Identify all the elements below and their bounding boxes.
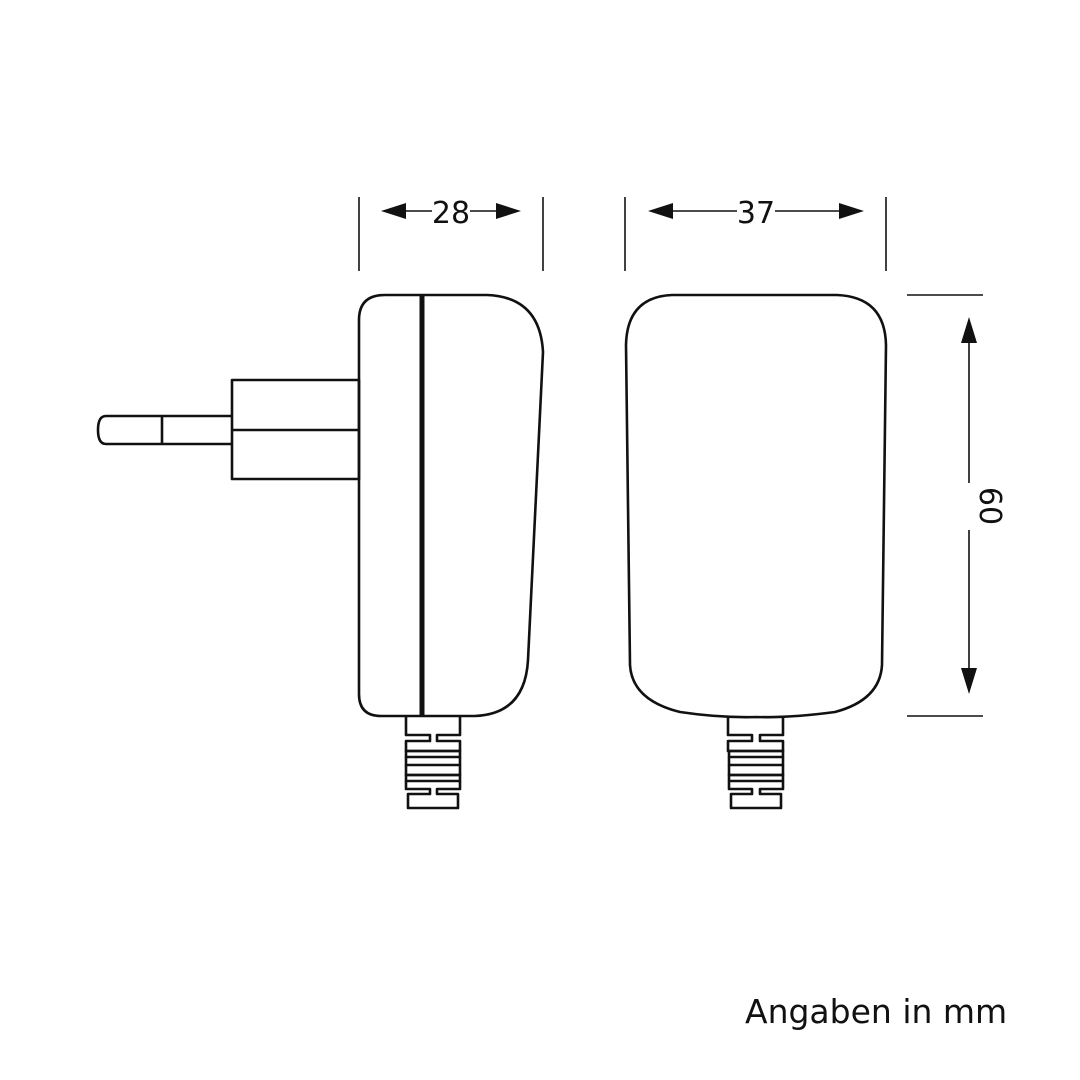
dimension-label-height: 60	[972, 487, 1007, 525]
dimension-label-depth: 28	[432, 196, 470, 231]
dimension-label-width: 37	[737, 196, 775, 231]
arrowhead-left-icon	[381, 203, 406, 219]
arrowhead-down-icon	[961, 668, 977, 694]
front-width-dimension: 37	[624, 196, 887, 271]
arrowhead-right-icon	[839, 203, 864, 219]
adapter-body-front	[624, 293, 888, 719]
cable-strain-relief	[404, 716, 462, 810]
arrowhead-right-icon	[496, 203, 521, 219]
arrowhead-up-icon	[961, 317, 977, 343]
side-depth-dimension: 28	[358, 196, 544, 271]
arrowhead-left-icon	[648, 203, 673, 219]
adapter-side-view	[96, 293, 545, 810]
adapter-front-view	[624, 293, 888, 810]
cable-strain-relief	[726, 717, 785, 810]
height-dimension: 60	[907, 294, 1007, 717]
plug-pin	[96, 414, 232, 446]
unit-note: Angaben in mm	[745, 992, 1008, 1031]
adapter-body-side	[357, 293, 545, 718]
